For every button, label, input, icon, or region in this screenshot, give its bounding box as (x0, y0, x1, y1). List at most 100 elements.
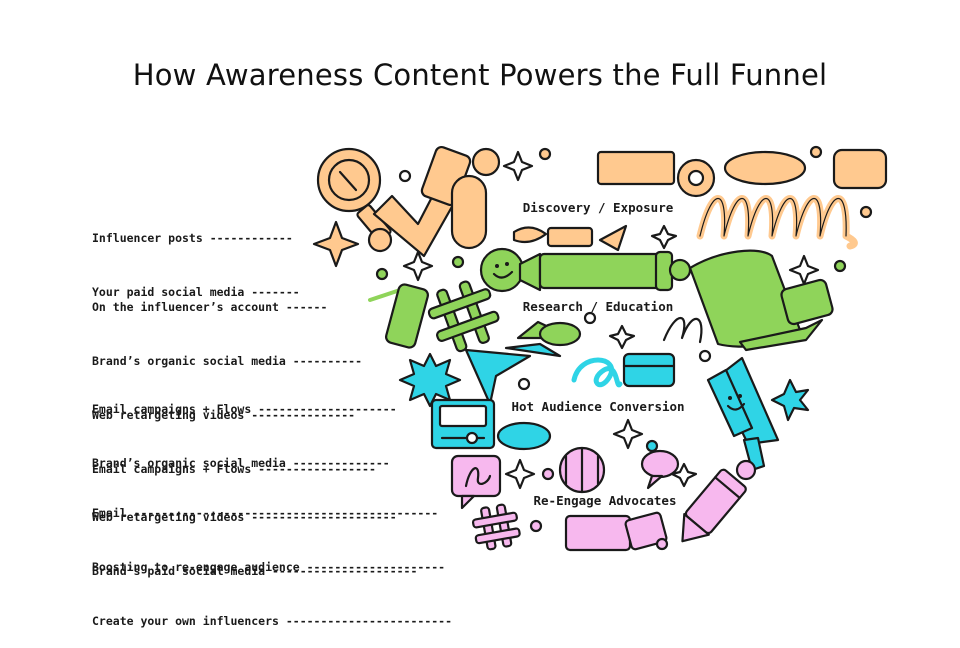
dot-shape (735, 459, 757, 481)
ball-lines (564, 446, 600, 494)
monitor-knob (465, 431, 479, 445)
card-shape (622, 352, 676, 388)
magnifier-glare (338, 170, 358, 192)
channel-line: Email campaigns + Flows ----------------… (92, 462, 376, 476)
dot-shape (375, 267, 389, 281)
cursor-arrow-icon (464, 348, 532, 406)
ticket-shape (546, 226, 594, 248)
sparkle-icon (402, 250, 434, 282)
block-shape (624, 511, 668, 551)
sparkle-icon (788, 254, 820, 286)
dot-shape (529, 519, 543, 533)
signature-squiggle (464, 467, 492, 488)
channel-line: Your paid social media ------- (92, 285, 300, 299)
block-shape (832, 148, 888, 190)
dot-shape (833, 259, 847, 273)
funnel-illustration: Discovery / Exposure Research / Educatio… (312, 145, 888, 552)
channel-list-research: On the influencer’s account ------ Brand… (92, 262, 376, 496)
capsule-shape (450, 174, 488, 250)
megaphone-body (706, 368, 754, 438)
tier-reengage (450, 446, 757, 552)
tier-discovery (312, 145, 888, 268)
oval-shape (496, 421, 552, 451)
sparkle-icon (670, 462, 698, 488)
page-title: How Awareness Content Powers the Full Fu… (132, 58, 828, 92)
squiggle-shape (662, 317, 703, 344)
block-shape (780, 278, 834, 326)
channel-list-discovery: Influencer posts ------------ Your paid … (92, 193, 300, 319)
dot-shape (859, 205, 873, 219)
pencil-icon (681, 468, 747, 543)
sparkle-icon (312, 220, 360, 268)
starburst-icon (398, 352, 462, 408)
channel-line: Web retargeting videos -----------------… (92, 510, 397, 524)
dot-shape (541, 467, 555, 481)
smiley-icon (479, 247, 525, 293)
dot-shape (471, 147, 501, 177)
tier-conversion (398, 342, 810, 472)
triangle-shape (598, 224, 628, 252)
smiley-eye (495, 264, 499, 268)
chat-bubble-icon (450, 454, 502, 498)
smiley-mouth (492, 270, 514, 279)
channel-line: Email campaigns + Flows ----------------… (92, 402, 397, 416)
magnifier-lens (327, 158, 371, 202)
channel-line: Brand’s paid social media --------------… (92, 564, 418, 578)
dot-shape (645, 439, 659, 453)
spring-outline (699, 198, 847, 237)
dot-shape (367, 227, 393, 253)
dot-shape (451, 255, 465, 269)
sparkle-icon (608, 324, 636, 350)
channel-line: Brand’s organic social media ---------- (92, 354, 363, 368)
pencil-eraser (668, 258, 692, 282)
chat-bubble-tail (460, 494, 476, 510)
dot-shape (538, 147, 552, 161)
tier-research (368, 247, 847, 353)
dot-shape (809, 145, 823, 159)
stage-label-research: Research / Education (523, 299, 674, 314)
pencil-tip (518, 252, 542, 292)
burst-shape (770, 378, 810, 422)
triangle-shape (504, 342, 562, 358)
hashtag-icon (471, 503, 521, 551)
monitor-screen (438, 404, 488, 428)
stage-label-reengage: Re-Engage Advocates (534, 493, 677, 508)
sparkle-icon (612, 418, 644, 450)
channel-line: Boosting to re-engage audience ---------… (92, 560, 446, 574)
dot-shape (655, 537, 669, 551)
megaphone-eye (738, 394, 742, 398)
speech-tail (646, 474, 664, 490)
small-ring (398, 169, 412, 183)
ticket-shape (564, 514, 632, 552)
sparkle-icon (502, 150, 534, 182)
megaphone-handle (742, 436, 766, 472)
channel-line: Create your own influencers ------------… (92, 614, 453, 628)
ruler-shape (596, 150, 676, 186)
channel-line: Influencer posts ------------ (92, 231, 293, 245)
leaf-shape (512, 226, 548, 244)
channel-line: Email ----------------------------------… (92, 506, 439, 520)
small-ring (583, 311, 597, 325)
channel-list-conversion: Email campaigns + Flows ----------------… (92, 364, 417, 598)
oval-shape (723, 150, 807, 186)
megaphone-eye (728, 396, 732, 400)
channel-line: Brand’s organic social media -----------… (92, 456, 390, 470)
ring-hole (687, 169, 705, 187)
small-ring (517, 377, 531, 391)
oval-shape (538, 321, 582, 347)
pencil-body (538, 252, 662, 290)
small-ring (698, 349, 712, 363)
channel-line: Web retargeting videos --------------- (92, 408, 356, 422)
smiley-eye (505, 262, 509, 266)
stage-label-discovery: Discovery / Exposure (523, 200, 674, 215)
sparkle-icon (504, 458, 536, 490)
channel-line: On the influencer’s account ------ (92, 300, 328, 314)
stage-label-conversion: Hot Audience Conversion (511, 399, 684, 414)
tape-shape (738, 318, 824, 352)
hashtag-icon (427, 280, 500, 353)
block-shape (384, 283, 430, 349)
megaphone-smile (726, 402, 746, 411)
dash-shape (368, 288, 402, 302)
swirl-shape (571, 357, 623, 388)
sparkle-icon (650, 224, 678, 250)
